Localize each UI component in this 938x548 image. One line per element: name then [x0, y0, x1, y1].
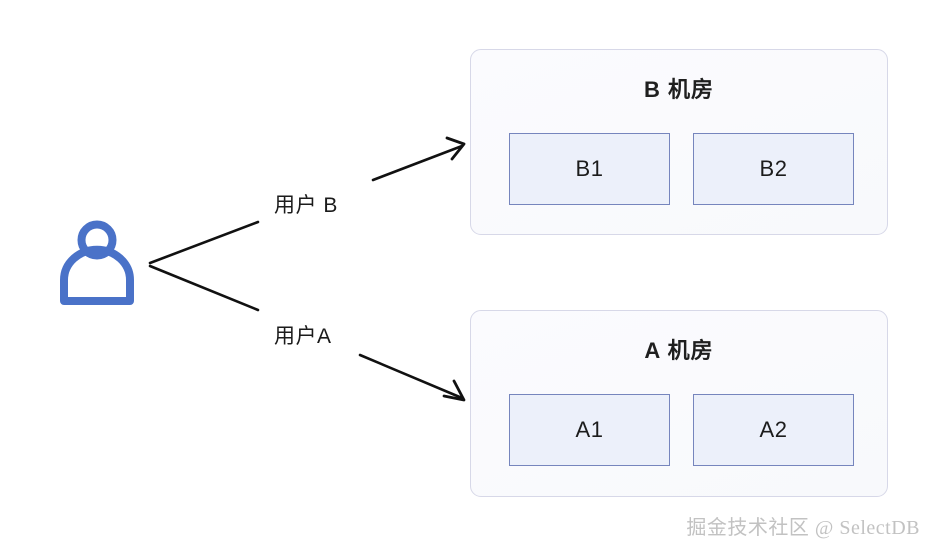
edge-label-user-a: 用户A [274, 325, 332, 348]
edge-user-a-segment-left [148, 264, 260, 312]
edge-user-a-segment-right [358, 353, 464, 400]
edge-label-user-b: 用户 B [274, 194, 338, 217]
edge-user-a-arrowhead [442, 379, 466, 402]
datacenter-title-a: A 机房 [644, 338, 714, 363]
node-b1[interactable]: B1 [509, 133, 670, 205]
edge-user-b-arrowhead [445, 136, 466, 161]
node-a1[interactable]: A1 [509, 394, 670, 466]
datacenter-title-b: B 机房 [643, 77, 714, 102]
edge-user-b-segment-right [371, 144, 464, 182]
datacenter-group-b: B 机房 B1 B2 [470, 49, 888, 235]
node-row-a: A1 A2 [509, 394, 854, 466]
user-head-icon [77, 220, 117, 260]
edge-user-b-segment-left [148, 220, 260, 265]
watermark: 掘金技术社区 @ SelectDB [686, 517, 920, 539]
node-row-b: B1 B2 [509, 133, 854, 205]
node-a2[interactable]: A2 [693, 394, 854, 466]
user-body-icon [60, 245, 134, 305]
edge-user-b [148, 136, 466, 265]
user-person-icon [60, 220, 134, 305]
node-b2[interactable]: B2 [693, 133, 854, 205]
datacenter-group-a: A 机房 A1 A2 [470, 310, 888, 497]
edge-user-a [148, 264, 466, 402]
